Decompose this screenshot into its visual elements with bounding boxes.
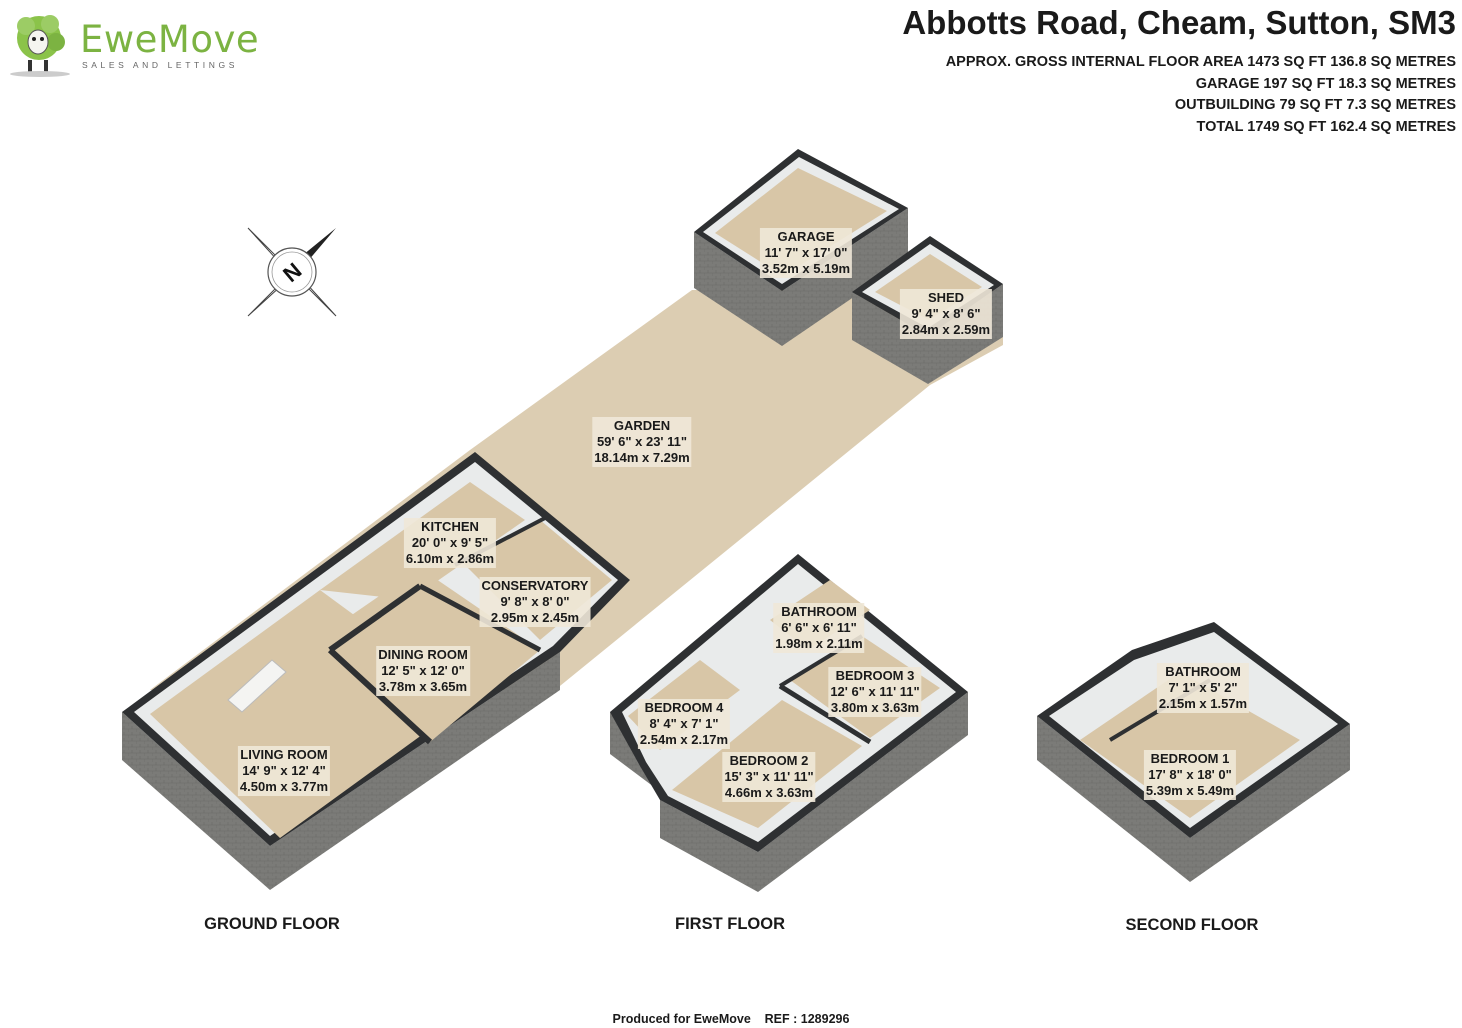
floor-title-second: SECOND FLOOR (1125, 916, 1259, 934)
room-name: CONSERVATORY (481, 578, 589, 593)
room-label-bedroom-4: BEDROOM 4 8' 4" x 7' 1" 2.54m x 2.17m (637, 699, 731, 749)
room-imperial: 8' 4" x 7' 1" (649, 716, 719, 731)
room-name: BEDROOM 1 (1150, 751, 1230, 766)
room-name: GARAGE (777, 229, 835, 244)
brand-tagline: SALES AND LETTINGS (82, 60, 238, 70)
room-label-conservatory: CONSERVATORY 9' 8" x 8' 0" 2.95m x 2.45m (479, 577, 591, 627)
room-metric: 4.66m x 3.63m (724, 785, 814, 800)
second-floor-block (1037, 622, 1350, 882)
footer-reference: Produced for EweMove REF : 1289296 (0, 1012, 1462, 1026)
area-line-gross: APPROX. GROSS INTERNAL FLOOR AREA 1473 S… (945, 54, 1456, 70)
room-imperial: 9' 4" x 8' 6" (911, 306, 981, 321)
room-label-bathroom-second: BATHROOM 7' 1" x 5' 2" 2.15m x 1.57m (1156, 663, 1250, 713)
area-line-garage: GARAGE 197 SQ FT 18.3 SQ METRES (1195, 75, 1456, 92)
brand-logo: EweMove SALES AND LETTINGS (6, 8, 259, 78)
room-metric: 4.50m x 3.77m (239, 779, 329, 794)
floor-title-first: FIRST FLOOR (675, 915, 785, 933)
room-label-bedroom-2: BEDROOM 2 15' 3" x 11' 11" 4.66m x 3.63m (722, 752, 816, 802)
room-label-garage: GARAGE 11' 7" x 17' 0" 3.52m x 5.19m (759, 228, 853, 278)
room-imperial: 9' 8" x 8' 0" (500, 594, 570, 609)
room-metric: 2.84m x 2.59m (901, 322, 991, 337)
room-metric: 3.80m x 3.63m (830, 700, 920, 715)
room-label-shed: SHED 9' 4" x 8' 6" 2.84m x 2.59m (899, 289, 993, 339)
room-name: BEDROOM 4 (644, 700, 724, 715)
room-metric: 5.39m x 5.49m (1145, 783, 1235, 798)
room-metric: 2.54m x 2.17m (639, 732, 729, 747)
room-label-dining-room: DINING ROOM 12' 5" x 12' 0" 3.78m x 3.65… (376, 646, 470, 696)
room-name: GARDEN (613, 418, 671, 433)
floor-area-summary: APPROX. GROSS INTERNAL FLOOR AREA 1473 S… (946, 52, 1456, 138)
room-name: BEDROOM 3 (835, 668, 915, 683)
room-name: SHED (927, 290, 965, 305)
room-label-living-room: LIVING ROOM 14' 9" x 12' 4" 4.50m x 3.77… (237, 746, 331, 796)
room-imperial: 14' 9" x 12' 4" (242, 763, 326, 778)
room-imperial: 15' 3" x 11' 11" (724, 769, 814, 784)
room-name: DINING ROOM (378, 647, 468, 662)
room-imperial: 59' 6" x 23' 11" (596, 434, 688, 449)
room-name: KITCHEN (421, 519, 479, 534)
floor-title-ground: GROUND FLOOR (204, 915, 340, 933)
area-line-outbuilding: OUTBUILDING 79 SQ FT 7.3 SQ METRES (1174, 97, 1456, 114)
room-metric: 2.95m x 2.45m (490, 610, 580, 625)
room-imperial: 11' 7" x 17' 0" (764, 245, 848, 260)
room-metric: 1.98m x 2.11m (775, 636, 863, 651)
room-imperial: 20' 0" x 9' 5" (411, 535, 489, 550)
room-metric: 6.10m x 2.86m (405, 551, 495, 566)
room-metric: 3.52m x 5.19m (761, 261, 851, 276)
room-name: BEDROOM 2 (729, 753, 809, 768)
room-name: BATHROOM (1165, 664, 1241, 679)
room-metric: 2.15m x 1.57m (1158, 696, 1248, 711)
room-imperial: 12' 6" x 11' 11" (830, 684, 920, 699)
brand-name: EweMove (80, 18, 260, 61)
room-imperial: 7' 1" x 5' 2" (1168, 680, 1238, 695)
room-imperial: 6' 6" x 6' 11" (781, 620, 857, 635)
footer-text: Produced for EweMove REF : 1289296 (612, 1012, 850, 1026)
room-label-bedroom-3: BEDROOM 3 12' 6" x 11' 11" 3.80m x 3.63m (828, 667, 922, 717)
room-metric: 3.78m x 3.65m (378, 679, 468, 694)
room-label-garden: GARDEN 59' 6" x 23' 11" 18.14m x 7.29m (592, 417, 692, 467)
sheep-logo-icon (10, 15, 70, 77)
room-name: BATHROOM (781, 604, 857, 619)
room-imperial: 17' 8" x 18' 0" (1148, 767, 1232, 782)
room-imperial: 12' 5" x 12' 0" (381, 663, 465, 678)
room-label-bedroom-1: BEDROOM 1 17' 8" x 18' 0" 5.39m x 5.49m (1143, 750, 1237, 800)
compass-icon: N (247, 227, 337, 317)
area-line-total: TOTAL 1749 SQ FT 162.4 SQ METRES (1196, 118, 1456, 135)
room-label-bathroom-first: BATHROOM 6' 6" x 6' 11" 1.98m x 2.11m (773, 603, 865, 653)
room-metric: 18.14m x 7.29m (594, 450, 690, 465)
room-name: LIVING ROOM (240, 747, 328, 762)
room-label-kitchen: KITCHEN 20' 0" x 9' 5" 6.10m x 2.86m (403, 518, 497, 568)
page-title: Abbotts Road, Cheam, Sutton, SM3 (902, 4, 1456, 41)
